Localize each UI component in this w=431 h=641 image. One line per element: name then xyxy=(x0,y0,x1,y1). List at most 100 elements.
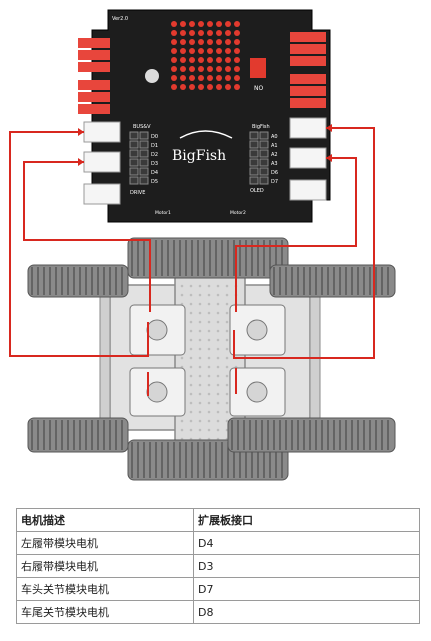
track-right-front xyxy=(269,264,396,298)
led-dot xyxy=(207,39,213,45)
led-dot xyxy=(189,30,195,36)
led-dot xyxy=(180,75,186,81)
pin-label: A1 xyxy=(271,143,278,149)
led-dot xyxy=(198,30,204,36)
led-dot xyxy=(171,30,177,36)
pin-label: D6 xyxy=(271,170,278,176)
led-matrix xyxy=(171,21,240,90)
led-dot xyxy=(234,39,240,45)
track-right-rear xyxy=(227,417,396,453)
motor2-label: Motor2 xyxy=(230,210,246,216)
right-bracket xyxy=(309,289,321,421)
port: D4 xyxy=(193,531,420,555)
led-dot xyxy=(198,48,204,54)
led-dot xyxy=(225,57,231,63)
pin-label: D1 xyxy=(151,143,158,149)
port: D8 xyxy=(193,600,420,624)
wire-left-inner xyxy=(23,161,151,312)
led-dot xyxy=(198,39,204,45)
led-dot xyxy=(171,84,177,90)
led-dot xyxy=(234,57,240,63)
led-dot xyxy=(216,66,222,72)
led-dot xyxy=(180,66,186,72)
drive-label: DRIVE xyxy=(130,190,145,196)
connector-right-2 xyxy=(289,147,327,169)
pin-label: D3 xyxy=(151,161,158,167)
wiring-diagram: NO Ver2.0 BUS&V BigFish BigFish D0D1D2D3… xyxy=(9,9,396,481)
wire-left-outer xyxy=(9,131,149,357)
led-dot xyxy=(207,48,213,54)
led-dot xyxy=(189,21,195,27)
led-dot xyxy=(234,84,240,90)
led-dot xyxy=(234,30,240,36)
led-dot xyxy=(234,48,240,54)
header-left-label: BUS&V xyxy=(133,124,151,130)
led-dot xyxy=(171,75,177,81)
led-dot xyxy=(216,84,222,90)
led-dot xyxy=(189,48,195,54)
led-dot xyxy=(225,39,231,45)
led-dot xyxy=(207,75,213,81)
led-dot xyxy=(198,21,204,27)
table-row: 左履带模块电机 D4 xyxy=(16,531,420,555)
led-dot xyxy=(225,66,231,72)
connector-right-3 xyxy=(289,179,327,201)
led-dot xyxy=(180,48,186,54)
switch-label: NO xyxy=(254,85,263,92)
led-dot xyxy=(189,57,195,63)
control-board: NO Ver2.0 BUS&V BigFish BigFish D0D1D2D3… xyxy=(78,9,331,223)
led-dot xyxy=(207,66,213,72)
led-dot xyxy=(207,21,213,27)
led-dot xyxy=(216,75,222,81)
white-connectors xyxy=(83,117,327,205)
led-dot xyxy=(180,39,186,45)
arrowheads xyxy=(78,124,332,166)
led-dot xyxy=(216,48,222,54)
led-dot xyxy=(198,84,204,90)
led-dot xyxy=(234,66,240,72)
connector-right-1 xyxy=(289,117,327,139)
version-label: Ver2.0 xyxy=(112,16,128,22)
led-dot xyxy=(171,48,177,54)
motor-description: 右履带模块电机 xyxy=(16,554,194,578)
led-dot xyxy=(216,39,222,45)
track-left-rear xyxy=(27,417,129,453)
connector-left-1 xyxy=(83,121,121,143)
led-dot xyxy=(189,75,195,81)
led-dot xyxy=(171,57,177,63)
port: D3 xyxy=(193,554,420,578)
port: D7 xyxy=(193,577,420,601)
led-dot xyxy=(198,57,204,63)
wire-right-outer xyxy=(233,127,375,359)
table-row: 车头关节模块电机 D7 xyxy=(16,577,420,601)
led-dot xyxy=(171,39,177,45)
pin-label: D2 xyxy=(151,152,158,158)
led-dot xyxy=(216,30,222,36)
pin-label: A0 xyxy=(271,134,278,140)
oled-label: OLED xyxy=(250,188,264,194)
led-dot xyxy=(198,66,204,72)
led-dot xyxy=(225,75,231,81)
pin-label: D5 xyxy=(151,179,158,185)
led-dot xyxy=(234,75,240,81)
pin-label: D7 xyxy=(271,179,278,185)
robot-chassis xyxy=(27,237,396,481)
right-red-headers xyxy=(290,32,326,108)
led-dot xyxy=(207,30,213,36)
track-left-front xyxy=(27,264,129,298)
led-dot xyxy=(225,48,231,54)
track-top xyxy=(127,237,289,279)
led-dot xyxy=(207,57,213,63)
led-dot xyxy=(198,75,204,81)
led-dot xyxy=(180,57,186,63)
motor-description: 车头关节模块电机 xyxy=(16,577,194,601)
led-dot xyxy=(189,66,195,72)
motor1-label: Motor1 xyxy=(155,210,171,216)
header-port: 扩展板接口 xyxy=(193,508,420,532)
motor-description: 车尾关节模块电机 xyxy=(16,600,194,624)
led-dot xyxy=(225,84,231,90)
wire-right-inner xyxy=(235,157,357,312)
connector-left-2 xyxy=(83,151,121,173)
